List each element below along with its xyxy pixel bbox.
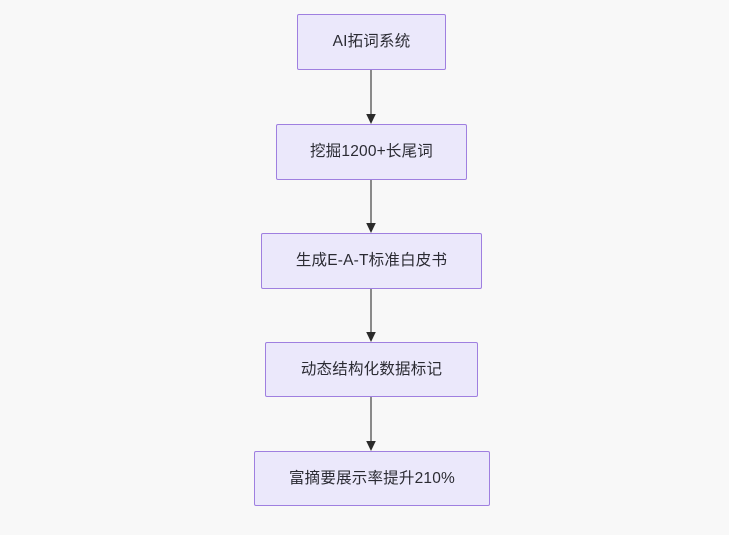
edge-n1-n2 bbox=[366, 70, 376, 124]
flow-node-ai-keyword-system[interactable]: AI拓词系统 bbox=[297, 14, 446, 70]
flow-node-mine-longtail-keywords[interactable]: 挖掘1200+长尾词 bbox=[276, 124, 467, 180]
flow-node-label: 挖掘1200+长尾词 bbox=[309, 143, 434, 161]
flow-node-label: AI拓词系统 bbox=[332, 33, 411, 51]
flow-node-label: 动态结构化数据标记 bbox=[300, 360, 443, 378]
edge-n3-n4 bbox=[366, 289, 376, 342]
flow-node-rich-snippet-impression-lift[interactable]: 富摘要展示率提升210% bbox=[254, 451, 490, 506]
edge-n4-n5 bbox=[366, 397, 376, 451]
edge-n2-n3 bbox=[366, 180, 376, 233]
flow-node-dynamic-structured-data-markup[interactable]: 动态结构化数据标记 bbox=[265, 342, 478, 397]
flow-node-label: 生成E-A-T标准白皮书 bbox=[295, 252, 448, 270]
flow-node-label: 富摘要展示率提升210% bbox=[288, 469, 456, 487]
flow-node-generate-eat-whitepaper[interactable]: 生成E-A-T标准白皮书 bbox=[261, 233, 482, 289]
